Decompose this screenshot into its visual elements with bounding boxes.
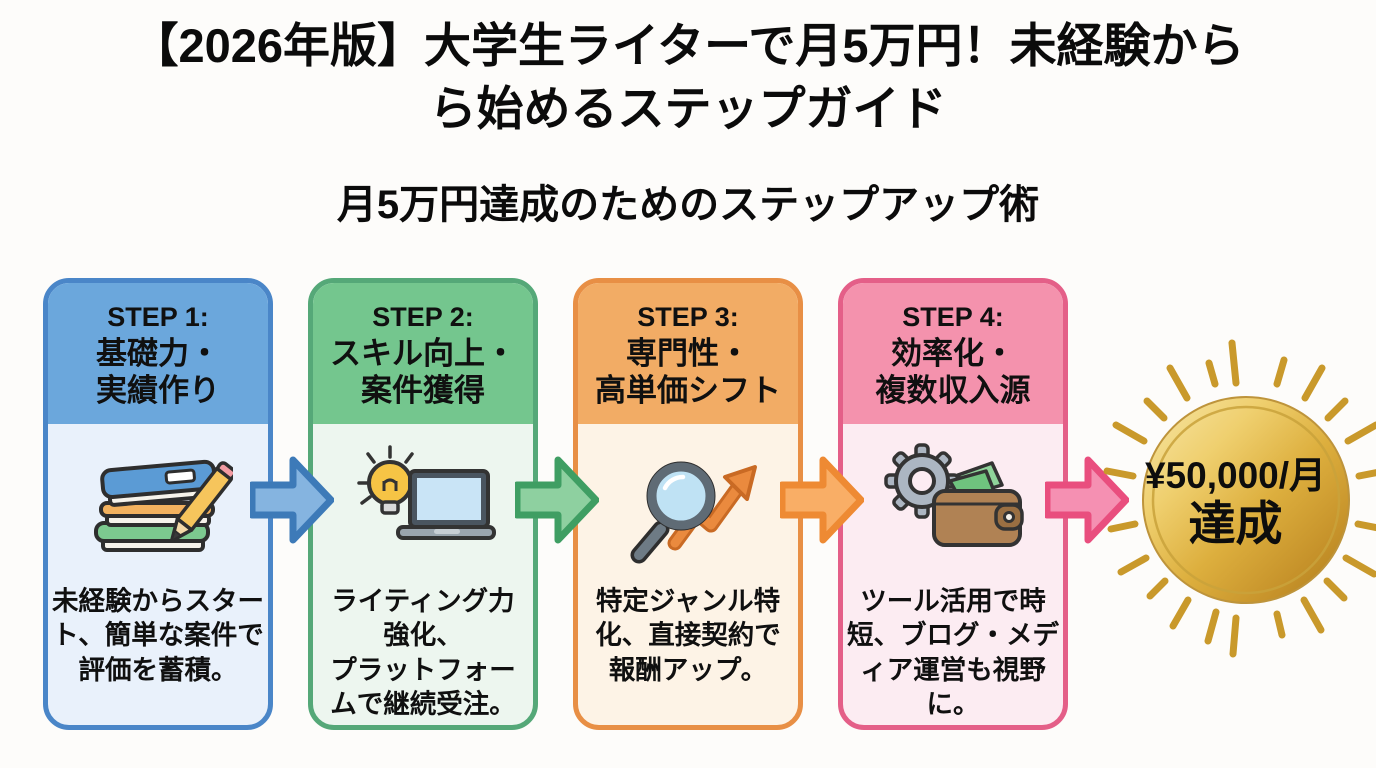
step-3-heading: 専門性・ 高単価シフト — [595, 335, 781, 409]
goal-medal: ¥50,000/月 達成 — [1095, 338, 1376, 668]
gear-wallet-icon — [843, 424, 1063, 582]
step-1-heading: 基礎力・ 実績作り — [96, 335, 220, 409]
step-2-header: STEP 2: スキル向上・ 案件獲得 — [313, 283, 533, 424]
flow-arrow-4-icon — [1045, 456, 1129, 544]
step-3-header: STEP 3: 専門性・ 高単価シフト — [578, 283, 798, 424]
step-2-description: ライティング力 強化、 プラットフォー ムで継続受注。 — [330, 586, 516, 720]
step-4-description: ツール活用で時 短、ブログ・メデ ィア運営も視野 に。 — [847, 586, 1059, 720]
page-title: 【2026年版】大学生ライターで月5万円！未経験から ら始めるステップガイド — [131, 19, 1245, 136]
step-card-3: STEP 3: 専門性・ 高単価シフト 特定ジャンル特 化、直接契約で 報酬アッ… — [573, 278, 803, 730]
step-4-label: STEP 4: — [902, 301, 1004, 332]
step-1-label: STEP 1: — [107, 301, 209, 332]
step-3-description: 特定ジャンル特 化、直接契約で 報酬アップ。 — [595, 586, 781, 685]
step-card-4: STEP 4: 効率化・ 複数収入源 — [838, 278, 1068, 730]
step-card-1: STEP 1: 基礎力・ 実績作り — [43, 278, 273, 730]
magnifier-growth-icon — [578, 424, 798, 582]
bulb-laptop-icon — [313, 424, 533, 582]
step-3-label: STEP 3: — [637, 301, 739, 332]
flow-arrow-1-icon — [250, 456, 334, 544]
page-subtitle: 月5万円達成のためのステップアップ術 — [336, 183, 1040, 227]
step-2-label: STEP 2: — [372, 301, 474, 332]
step-2-heading: スキル向上・ 案件獲得 — [330, 335, 516, 409]
step-card-2: STEP 2: スキル向上・ 案件獲得 ライティン — [308, 278, 538, 730]
step-4-header: STEP 4: 効率化・ 複数収入源 — [843, 283, 1063, 424]
books-pencil-icon — [48, 424, 268, 582]
sun-rays-icon — [1103, 339, 1376, 658]
step-1-header: STEP 1: 基礎力・ 実績作り — [48, 283, 268, 424]
flow-arrow-3-icon — [780, 456, 864, 544]
step-1-description: 未経験からスター ト、簡単な案件で 評価を蓄積。 — [52, 586, 264, 685]
step-4-heading: 効率化・ 複数収入源 — [875, 335, 1031, 409]
flow-arrow-2-icon — [515, 456, 599, 544]
